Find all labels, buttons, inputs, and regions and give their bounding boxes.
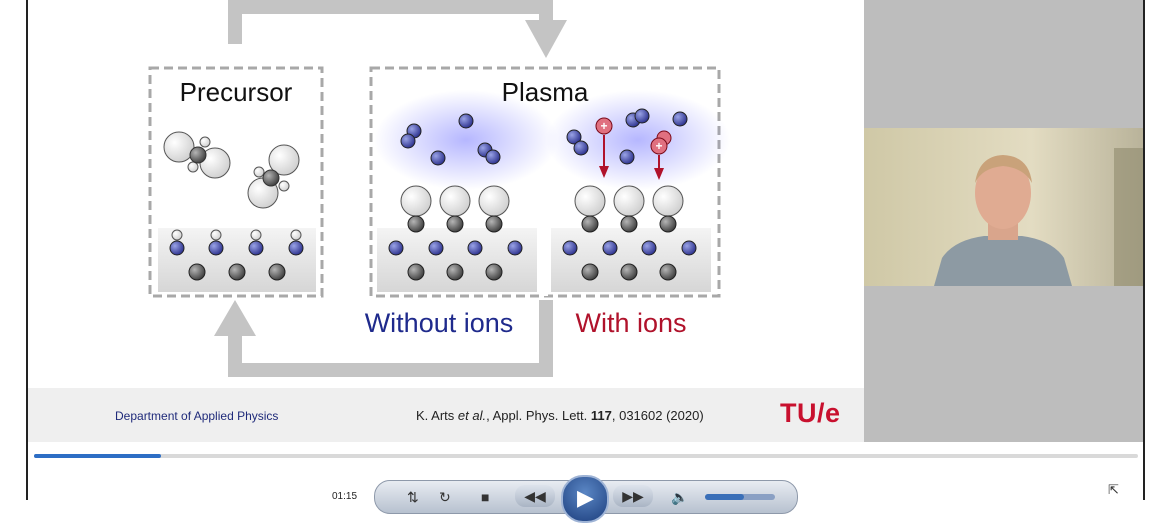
reference-journal: , Appl. Phys. Lett.: [486, 408, 591, 423]
expand-icon[interactable]: ⇱: [1108, 482, 1119, 497]
play-button[interactable]: ▶: [561, 475, 609, 523]
reload-icon[interactable]: ↻: [439, 489, 451, 505]
control-bar: ⇅ ↻ ■ ◀◀ ▶ ▶▶ 🔈: [374, 475, 798, 523]
precursor-surface: [158, 228, 316, 292]
current-time: 01:15: [332, 491, 358, 502]
slide-diagram: Precursor Plasma: [148, 0, 730, 377]
without-ions-surface: [377, 228, 537, 292]
svg-text:+: +: [655, 139, 662, 153]
without-ions-atoms: [388, 185, 523, 281]
plasma-radicals-right: [566, 108, 688, 165]
play-icon: ▶: [577, 485, 594, 510]
video-player-controls: 01:15 ⇅ ↻ ■ ◀◀ ▶ ▶▶ 🔈 ⇱: [28, 442, 1143, 523]
ion-arrows: + +: [595, 117, 672, 180]
right-frame-border: [1143, 0, 1170, 500]
tue-logo: TU/e: [780, 398, 841, 428]
seek-bar[interactable]: [34, 454, 1138, 458]
reference-authors: K. Arts: [416, 408, 458, 423]
stop-icon[interactable]: ■: [481, 489, 490, 505]
webcam-video: [864, 128, 1143, 286]
presenter-shirt: [934, 236, 1072, 286]
with-ions-label: With ions: [575, 308, 686, 338]
without-ions-label: Without ions: [365, 308, 514, 338]
reference-volume: 117: [590, 408, 612, 423]
department-label: Department of Applied Physics: [115, 409, 279, 423]
precursor-molecules: [163, 131, 300, 209]
cycle-arrow-bottom: [214, 300, 553, 377]
with-ions-surface: [551, 228, 711, 292]
svg-text:+: +: [600, 119, 607, 133]
seek-progress: [34, 454, 161, 458]
precursor-surface-atoms: [169, 229, 304, 281]
with-ions-atoms: [562, 185, 697, 281]
fast-forward-icon[interactable]: ▶▶: [613, 485, 653, 507]
precursor-box: [148, 66, 324, 298]
speaker-icon[interactable]: 🔈: [671, 489, 689, 505]
cycle-arrow-top: [228, 0, 567, 58]
volume-slider[interactable]: [705, 494, 775, 500]
plasma-glow-left: [374, 90, 558, 190]
presenter-face: [975, 157, 1031, 229]
reference-citation: K. Arts et al., Appl. Phys. Lett. 117, 0…: [416, 408, 704, 423]
slide-footer: Department of Applied Physics K. Arts et…: [28, 388, 864, 442]
presenter-video-frame: [864, 128, 1143, 286]
reference-etal: et al.: [457, 408, 487, 423]
plasma-radicals-left: [400, 113, 501, 166]
left-frame-border: [0, 0, 28, 500]
presentation-slide: Precursor Plasma: [28, 0, 864, 442]
reference-pages-year: , 031602 (2020): [611, 408, 704, 423]
rewind-icon[interactable]: ◀◀: [515, 485, 555, 507]
precursor-label: Precursor: [180, 77, 293, 107]
loop-icon[interactable]: ⇅: [407, 489, 419, 505]
volume-level: [705, 494, 744, 500]
